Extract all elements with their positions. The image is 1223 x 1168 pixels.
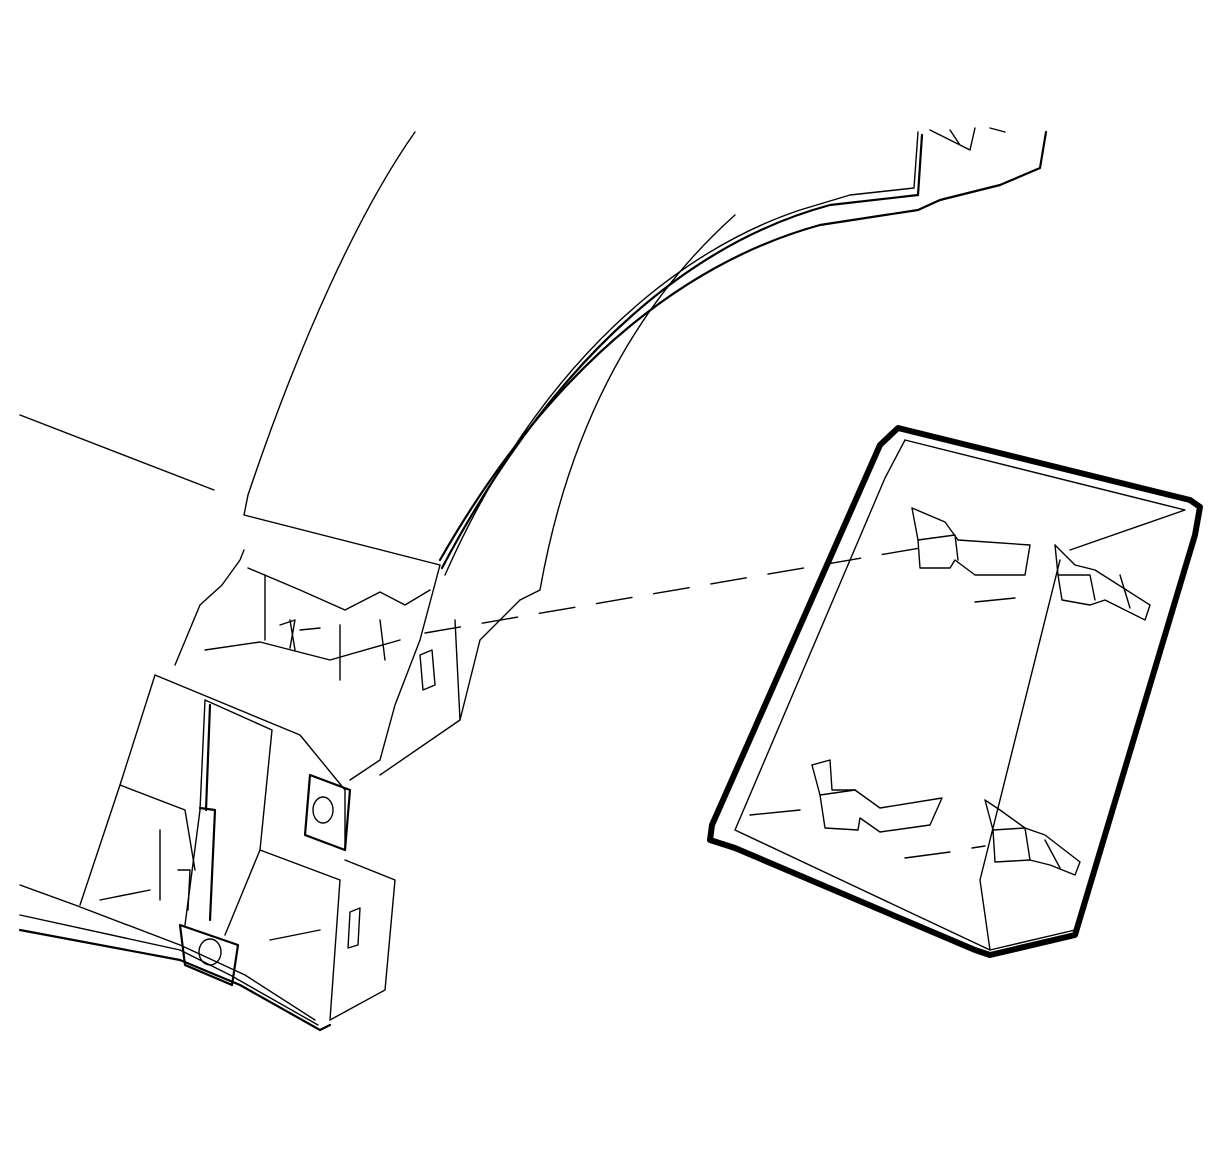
lower-channel-details xyxy=(99,829,321,941)
rocker-face-lines xyxy=(264,574,386,681)
clip-face xyxy=(911,507,959,561)
wheel-arch-flange-inner xyxy=(444,131,919,576)
pillar-base-edge xyxy=(243,494,441,566)
rocker-top-ridge xyxy=(247,567,431,611)
sill-lower-edge xyxy=(18,928,332,1032)
retainer-clip-lower-right xyxy=(904,799,1081,876)
lower-pillar-channel xyxy=(184,699,273,936)
rocker-slot xyxy=(419,649,436,691)
rocker-side-face xyxy=(379,599,521,776)
clip-face xyxy=(984,799,1061,869)
trim-panel-inner-edge xyxy=(979,559,1061,951)
trim-panel-inner-flange xyxy=(734,439,1076,951)
rocker-top-face xyxy=(174,549,245,666)
clip-body xyxy=(984,799,1081,876)
wheel-arch-inner-curve xyxy=(519,214,736,601)
retainer-clip-upper-right xyxy=(974,544,1151,621)
lower-mount-slot xyxy=(347,907,361,949)
rocker-small-notch xyxy=(279,619,321,649)
lower-pillar-channel-edge xyxy=(198,703,217,922)
clip-dash xyxy=(904,845,986,859)
trim-panel-top-flange xyxy=(904,439,1186,551)
lower-mount-hole xyxy=(198,938,222,966)
installation-leader-line xyxy=(424,547,921,634)
clip-dash xyxy=(974,597,1016,603)
retainer-clip-upper-left xyxy=(911,507,1031,576)
trim-panel xyxy=(707,425,1203,958)
clip-body xyxy=(911,507,1031,576)
retainer-clip-lower-left xyxy=(749,759,943,833)
rocker-top-ridge-lower xyxy=(204,639,401,661)
wheel-arch-flange-edge xyxy=(440,133,924,570)
rocker-upper-box xyxy=(349,564,441,781)
lower-pillar-cutouts xyxy=(119,784,341,1021)
clip-body xyxy=(811,759,943,833)
clip-face xyxy=(1054,544,1131,609)
wheel-arch-flange-outer xyxy=(438,130,1048,562)
sill-upper-edge xyxy=(19,884,316,1021)
clip-face xyxy=(749,764,856,816)
lower-mount-bracket xyxy=(178,923,240,987)
body-panel-edge-line xyxy=(19,414,215,491)
vehicle-body-assembly xyxy=(18,127,1048,1032)
sill-middle-edge xyxy=(19,914,319,1026)
sill-rear-box xyxy=(329,859,396,1021)
upper-bracket-detail xyxy=(929,127,1006,151)
pillar-mount-bracket xyxy=(303,773,352,852)
trim-panel-outline xyxy=(707,425,1203,958)
pillar-outer-curve xyxy=(247,131,416,496)
clip-body xyxy=(1054,544,1151,621)
pillar-mount-hole xyxy=(312,796,334,824)
